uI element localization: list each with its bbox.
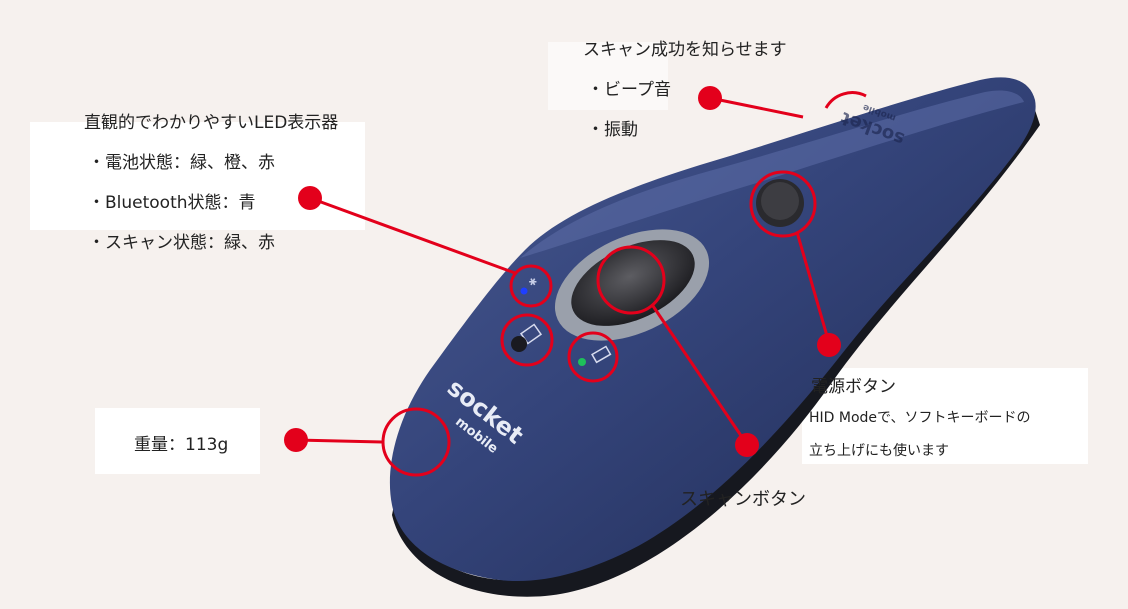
led-item-bluetooth: ・Bluetooth状態：青 (88, 193, 256, 213)
power-desc-line1: HID Modeで、ソフトキーボードの (809, 410, 1031, 426)
scan-led-highlight-ring (500, 313, 554, 367)
power-title: 電源ボタン (811, 377, 896, 397)
speaker-grille (511, 336, 527, 352)
battery-led (578, 358, 586, 366)
led-title: 直観的でわかりやすいLED表示器 (84, 113, 339, 133)
power-leader-line (795, 231, 831, 344)
scan-button-label: スキャンボタン (680, 489, 806, 510)
speaker-leader-line (709, 96, 804, 119)
scan-success-title: スキャン成功を知らせます (583, 40, 787, 60)
battery-highlight-ring (567, 331, 619, 383)
scanner-base-edge (392, 110, 1040, 597)
scan-success-vibration: ・振動 (587, 120, 638, 140)
battery-icon (591, 345, 612, 364)
led-label-box (30, 122, 365, 230)
power-desc-line2: 立ち上げにも使います (809, 443, 949, 459)
weight-leader-line (295, 438, 384, 444)
led-leader-line (309, 196, 516, 275)
scan-success-beep: ・ビープ音 (587, 80, 671, 100)
speaker-marker-dot (698, 86, 722, 110)
scan-marker-dot (735, 433, 759, 457)
scan-leader-line (651, 305, 748, 444)
power-button-highlight-ring (749, 170, 817, 238)
weight-marker-dot (284, 428, 308, 452)
led-item-scan: ・スキャン状態：緑、赤 (88, 233, 275, 253)
speaker-highlight-ring (824, 91, 867, 109)
bluetooth-highlight-ring (509, 264, 553, 308)
scanner-body (389, 77, 1036, 582)
scan-button-highlight-ring (596, 245, 666, 315)
weight-label: 重量：113g (134, 435, 229, 455)
weight-label-box (95, 408, 260, 474)
power-label-box (802, 368, 1088, 464)
scan-success-label-box (548, 42, 668, 110)
led-item-battery: ・電池状態：緑、橙、赤 (88, 153, 275, 173)
power-marker-dot (817, 333, 841, 357)
led-marker-dot (298, 186, 322, 210)
bluetooth-led (520, 287, 528, 295)
